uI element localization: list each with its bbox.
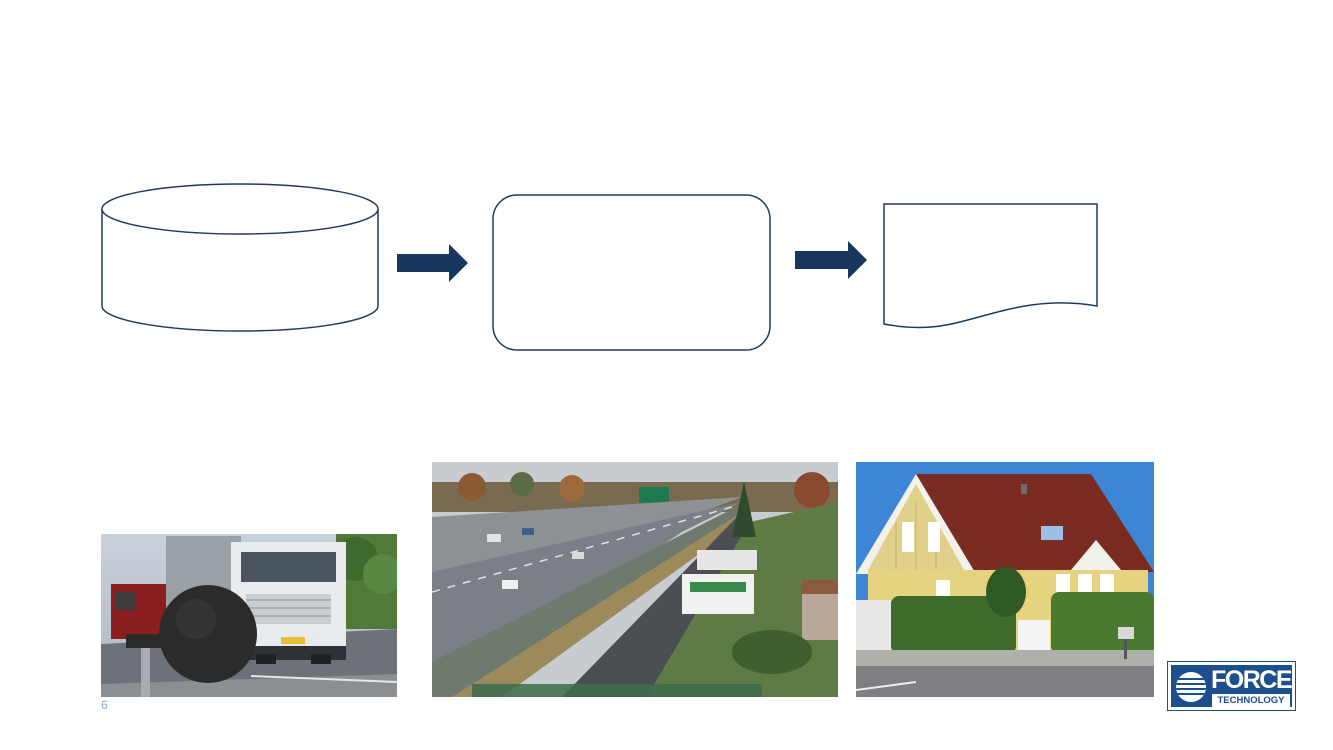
document-shape [883,203,1098,329]
logo-technology-text: TECHNOLOGY [1212,694,1290,707]
photo-highway-barrier [432,462,838,697]
logo-force-text: FORCE [1211,666,1293,694]
process-box [492,194,771,351]
arrow-right-icon [397,244,468,282]
force-technology-logo: FORCE TECHNOLOGY [1167,661,1296,711]
globe-icon [1176,672,1206,702]
photo-truck-microphone [101,534,397,697]
slide-number: 6 [101,698,108,712]
database-cylinder [101,183,379,332]
arrow-right-icon [795,241,867,279]
photo-yellow-house [856,462,1154,697]
flow-diagram [101,183,1098,351]
